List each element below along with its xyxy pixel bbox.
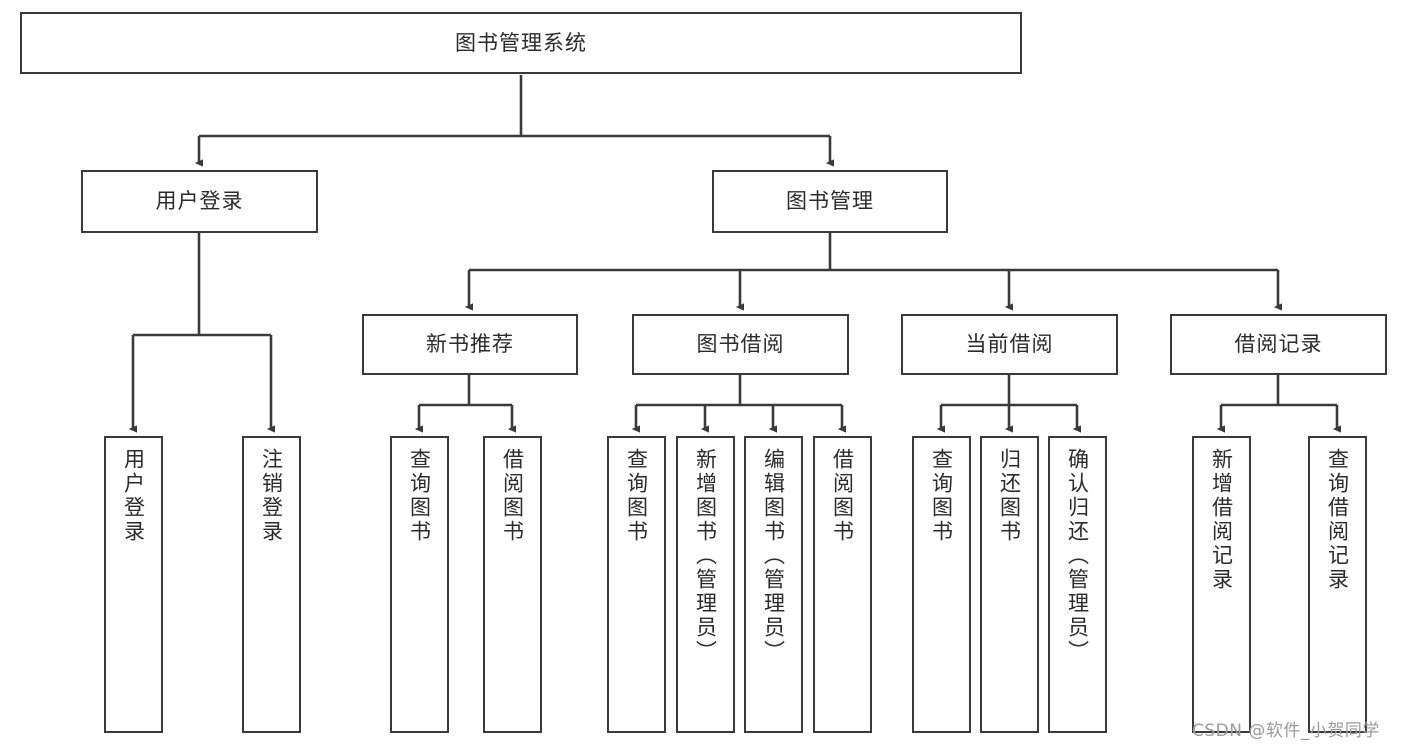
node-label: 图书借阅 [696, 332, 785, 357]
node-label: 用户登录 [121, 448, 146, 544]
node-label: 归还图书 [997, 448, 1022, 544]
node-label: 图书管理 [786, 189, 874, 214]
node-root-system[interactable]: 图书管理系统 [20, 12, 1022, 74]
leaf-borrow-record-query[interactable]: 查询借阅记录 [1308, 436, 1367, 733]
leaf-book-borrow-borrow[interactable]: 借阅图书 [813, 436, 872, 733]
node-borrow-record[interactable]: 借阅记录 [1170, 314, 1387, 375]
node-label: 新增图书（管理员） [693, 448, 718, 664]
node-label: 用户登录 [155, 189, 244, 214]
node-label: 查询图书 [407, 448, 432, 544]
node-book-borrow[interactable]: 图书借阅 [632, 314, 849, 375]
node-label: 注销登录 [259, 448, 284, 544]
node-label: 借阅图书 [500, 448, 525, 544]
leaf-user-login-login[interactable]: 用户登录 [104, 436, 163, 733]
node-label: 当前借阅 [965, 332, 1054, 357]
node-label: 查询图书 [929, 448, 954, 544]
leaf-user-login-logout[interactable]: 注销登录 [242, 436, 301, 733]
leaf-book-borrow-query[interactable]: 查询图书 [607, 436, 666, 733]
node-label: 借阅记录 [1234, 332, 1323, 357]
node-label: 确认归还（管理员） [1065, 448, 1090, 664]
leaf-borrow-record-add[interactable]: 新增借阅记录 [1192, 436, 1251, 733]
leaf-current-borrow-return[interactable]: 归还图书 [980, 436, 1039, 733]
leaf-new-book-borrow[interactable]: 借阅图书 [483, 436, 542, 733]
leaf-book-borrow-edit[interactable]: 编辑图书（管理员） [744, 436, 803, 733]
leaf-book-borrow-add[interactable]: 新增图书（管理员） [676, 436, 735, 733]
leaf-current-borrow-query[interactable]: 查询图书 [912, 436, 971, 733]
leaf-new-book-query[interactable]: 查询图书 [390, 436, 449, 733]
leaf-current-borrow-confirm-return[interactable]: 确认归还（管理员） [1048, 436, 1107, 733]
node-label: 查询图书 [624, 448, 649, 544]
node-label: 新书推荐 [426, 332, 514, 357]
node-label: 新增借阅记录 [1209, 448, 1234, 592]
node-user-login[interactable]: 用户登录 [81, 170, 318, 233]
node-book-manage[interactable]: 图书管理 [712, 170, 948, 233]
node-current-borrow[interactable]: 当前借阅 [901, 314, 1118, 375]
node-label: 借阅图书 [830, 448, 855, 544]
node-label: 图书管理系统 [455, 30, 587, 55]
node-label: 编辑图书（管理员） [761, 448, 786, 664]
node-label: 查询借阅记录 [1325, 448, 1350, 592]
node-new-book-recommend[interactable]: 新书推荐 [362, 314, 578, 375]
csdn-watermark: CSDN @软件_小贺同学 [1192, 721, 1380, 741]
